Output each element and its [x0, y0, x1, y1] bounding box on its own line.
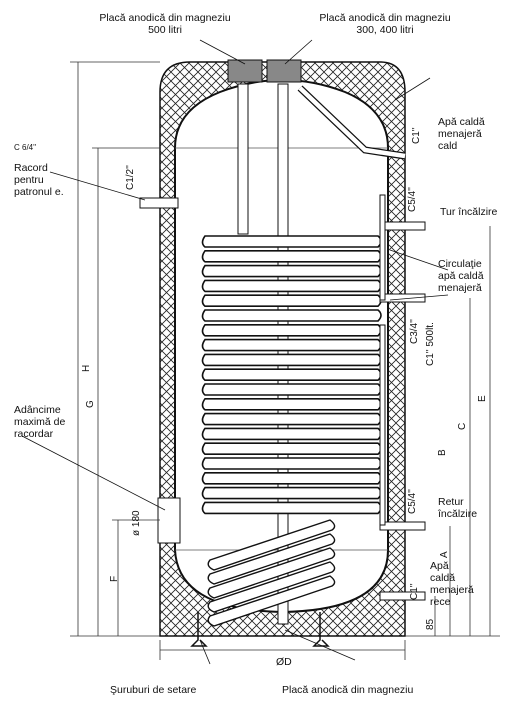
coil-turn — [201, 235, 382, 248]
label-suruburi: Şuruburi de setare — [110, 684, 197, 696]
anode-rod-500 — [237, 83, 249, 235]
coil-turn — [201, 338, 382, 352]
anode-cap-300-400 — [266, 59, 302, 83]
coil-turn-lower — [207, 533, 336, 585]
coil-turn — [201, 412, 382, 426]
dim-c3-4: C3/4'' — [409, 319, 420, 344]
label-anode-300-400: Placă anodică din magneziu 300, 400 litr… — [319, 12, 451, 36]
dim-g: G — [85, 400, 96, 408]
coil-turn — [201, 368, 382, 381]
dim-b: B — [437, 449, 448, 456]
label-retur: Retur încălzire — [438, 496, 478, 520]
coil-turn — [201, 472, 382, 485]
pipe-tur — [379, 221, 426, 231]
label-apa-rece: Apă caldă menajeră rece — [430, 560, 474, 608]
coil-turn — [201, 279, 382, 293]
dim-od: ØD — [276, 656, 292, 668]
coil-turn — [201, 486, 382, 500]
coil-turn — [201, 264, 382, 278]
sensor-rod-2 — [379, 324, 386, 526]
coil-turn — [201, 398, 382, 411]
label-c-6-4: C 6/4'' — [14, 143, 37, 152]
coil-turn-lower — [207, 575, 336, 627]
coil-turn — [201, 427, 382, 441]
dim-a: A — [439, 551, 450, 558]
coil-turn — [201, 383, 382, 396]
coil-turn — [201, 250, 382, 263]
label-adancime: Adâncime maximă de racordar — [14, 404, 66, 440]
coil-turn — [201, 442, 382, 455]
pipe-retur — [379, 521, 426, 531]
dim-c1-bottom: C1'' — [409, 583, 420, 600]
coil-turn-lower — [207, 547, 336, 599]
pipe-cold — [379, 591, 426, 601]
dim-c1-top: C1'' — [411, 127, 422, 144]
heating-coil — [201, 235, 382, 627]
dim-d180: ø 180 — [131, 510, 142, 536]
dim-c1-2: C1/2'' — [125, 165, 136, 190]
coil-turn — [201, 353, 382, 367]
dim-85: 85 — [425, 618, 436, 630]
dim-h: H — [81, 364, 92, 372]
dim-c: C — [457, 422, 468, 430]
anode-cap-500 — [227, 59, 263, 83]
dim-f: F — [109, 575, 120, 582]
dim-c5-4-top: C5/4'' — [407, 187, 418, 212]
dim-c1-500: C1'' 500lt. — [425, 322, 436, 366]
label-racord: Racord pentru patronul e. — [14, 162, 64, 198]
right-leg — [312, 612, 330, 647]
flange-port — [157, 497, 181, 544]
label-apa-calda-out: Apă caldă menajeră cald — [438, 116, 485, 152]
dim-e: E — [477, 395, 488, 402]
label-circulatie: Circulaţie apă caldă menajeră — [438, 258, 484, 294]
coil-turn — [201, 309, 382, 322]
coil-turn-lower — [207, 561, 336, 613]
coil-turn — [201, 457, 382, 470]
coil-turn — [201, 501, 382, 515]
leader-lines — [21, 39, 449, 665]
coil-turn-lower — [207, 519, 336, 571]
coil-turn — [201, 294, 382, 307]
label-anode-bottom: Placă anodică din magneziu — [282, 684, 414, 696]
dimension-lines — [70, 61, 500, 660]
heater-port — [139, 197, 179, 209]
pipe-circulatie — [379, 293, 426, 303]
sensor-rod-1 — [379, 194, 386, 301]
label-tur: Tur încălzire — [440, 206, 498, 218]
coil-turn — [201, 324, 382, 337]
label-anode-500: Placă anodică din magneziu 500 litri — [99, 12, 231, 36]
dim-c5-4-bottom: C5/4'' — [407, 489, 418, 514]
left-leg — [190, 612, 208, 647]
